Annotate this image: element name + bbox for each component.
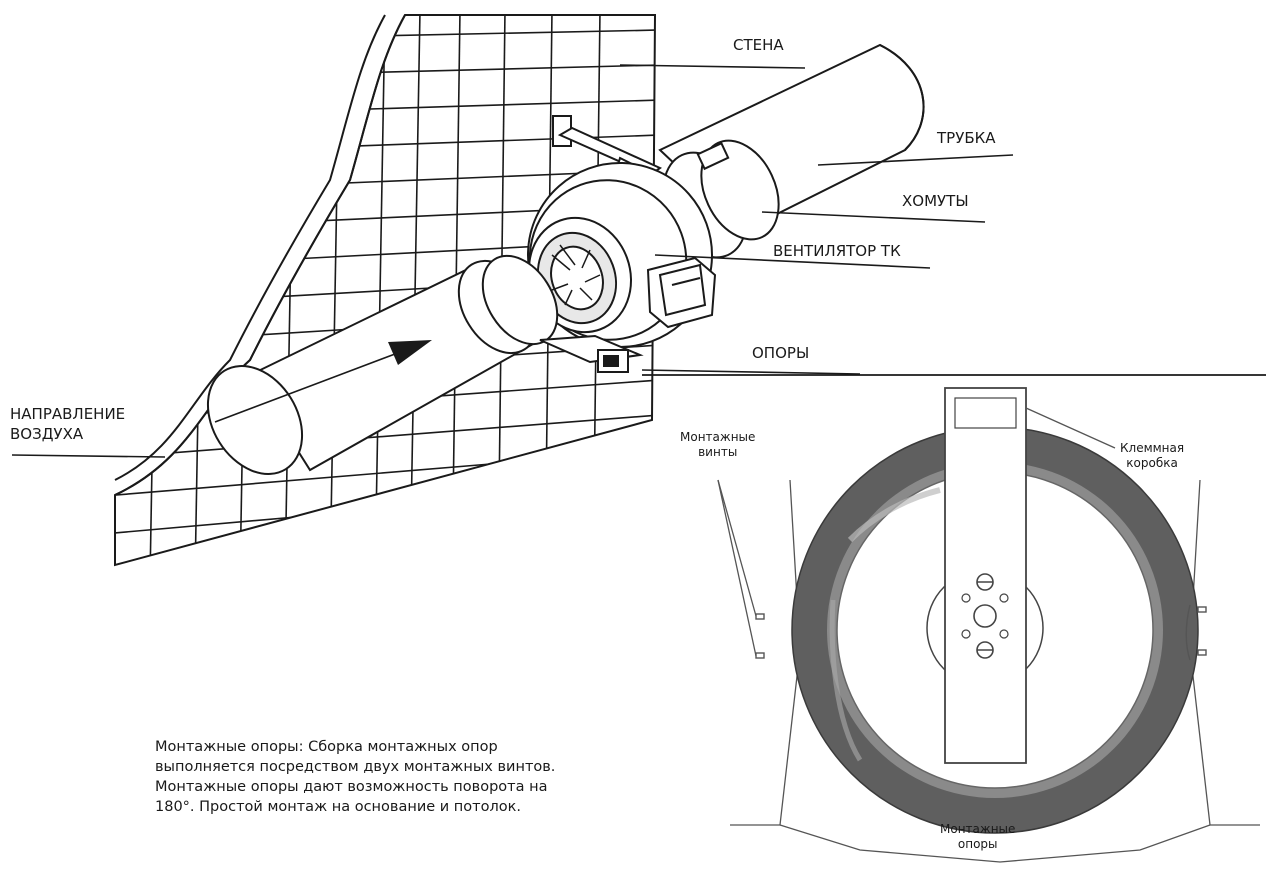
label-clamps: ХОМУТЫ [902, 192, 969, 210]
label-terminal-box-line2: коробка [1126, 456, 1178, 470]
label-mounting-screws-line1: Монтажные [680, 430, 756, 444]
label-fan: ВЕНТИЛЯТОР ТК [773, 242, 901, 260]
air-direction-arrow [214, 340, 432, 423]
label-mounting-supports-line2: опоры [957, 837, 998, 851]
label-air-direction-line1: НАПРАВЛЕНИЕ [10, 405, 126, 423]
label-mounting-supports-line1: Монтажные [940, 822, 1016, 836]
inlet-duct [206, 254, 559, 475]
label-supports: ОПОРЫ [752, 344, 810, 362]
leader-fan [654, 254, 931, 269]
label-air-direction-line2: ВОЗДУХА [10, 425, 84, 443]
leader-supports [641, 369, 861, 375]
leader-tube [817, 154, 1014, 166]
lower-support [539, 334, 644, 373]
leader-wall [619, 64, 806, 69]
label-terminal-box: Клеммная коробка [1120, 441, 1184, 471]
leader-air [11, 454, 166, 458]
leader-clamps [761, 211, 986, 223]
label-mounting-screws: Монтажные винты [680, 430, 755, 460]
label-wall: СТЕНА [733, 36, 784, 54]
label-mounting-screws-line2: винты [698, 445, 738, 459]
label-air-direction: НАПРАВЛЕНИЕ ВОЗДУХА [10, 404, 125, 444]
label-mounting-supports: Монтажные опоры [940, 822, 1015, 852]
fan-front-view [717, 387, 1260, 863]
label-terminal-box-line1: Клеммная [1120, 441, 1185, 455]
label-tube: ТРУБКА [937, 129, 996, 147]
fan-tk [527, 162, 717, 348]
mounting-description: Монтажные опоры: Сборка монтажных опор в… [155, 739, 556, 815]
